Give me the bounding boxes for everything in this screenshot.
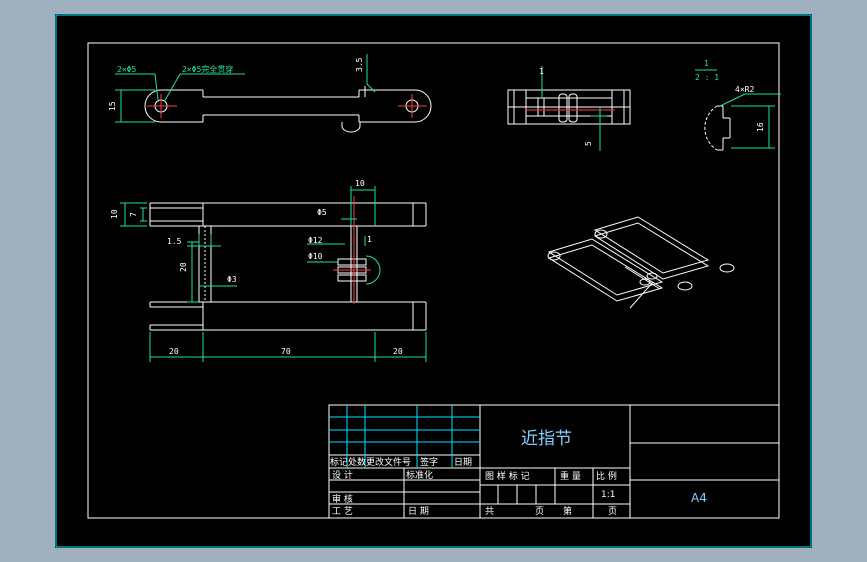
tb-change-doc: 更改文件号 — [366, 456, 411, 468]
label-phi5: Φ5 — [317, 208, 327, 217]
label-pin-len: 1 — [539, 67, 544, 76]
tb-weight: 重 量 — [560, 470, 581, 482]
top-view-dims — [115, 54, 376, 123]
detail-view — [704, 105, 731, 151]
tb-scale-header: 比 例 — [596, 470, 617, 482]
label-front-7: 7 — [129, 212, 138, 217]
side-view-dims — [541, 66, 607, 151]
cad-drawing: 2×Φ5 2×Φ5完全贯穿 15 3.5 1 5 1 2 : 1 — [55, 14, 812, 548]
label-pin-offset: 3.5 — [355, 57, 364, 72]
front-view — [149, 202, 427, 331]
tb-total: 共 — [485, 506, 494, 517]
label-front-top-10: 10 — [355, 179, 365, 188]
side-view — [507, 89, 631, 125]
outer-frame — [55, 14, 812, 548]
label-20-right: 20 — [393, 347, 403, 356]
paper-size: A4 — [691, 491, 707, 505]
tb-design: 设 计 — [332, 469, 353, 481]
label-hole-dia: 2×Φ5 — [117, 65, 136, 74]
label-phi3: Φ3 — [227, 275, 237, 284]
front-view-dims — [120, 186, 427, 362]
tb-process: 工 艺 — [332, 506, 353, 517]
top-view-centerlines — [147, 94, 427, 118]
label-height-15: 15 — [108, 101, 117, 111]
label-front-10: 10 — [110, 209, 119, 219]
tb-scale-value: 1:1 — [601, 490, 615, 500]
label-70: 70 — [281, 347, 291, 356]
tb-drawing-marks: 图 样 标 记 — [485, 470, 530, 482]
isometric-view — [547, 216, 735, 309]
label-front-1: 1 — [367, 235, 372, 244]
label-phi12: Φ12 — [308, 236, 323, 245]
label-radius: 4×R2 — [735, 85, 754, 94]
svg-text:1: 1 — [704, 59, 709, 68]
tb-count: 处数 — [348, 456, 366, 468]
label-side-height: 5 — [584, 141, 593, 146]
svg-text:2 : 1: 2 : 1 — [695, 73, 719, 82]
tb-sheet-no: 第 — [563, 505, 572, 517]
label-phi10: Φ10 — [308, 252, 323, 261]
tb-standardize: 标准化 — [406, 469, 433, 481]
detail-view-dims — [719, 93, 781, 149]
detail-scale-label: 1 2 : 1 — [695, 59, 719, 82]
title-block-revision-grid — [329, 405, 480, 468]
part-name-title: 近指节 — [521, 429, 572, 449]
top-view — [144, 86, 432, 133]
tb-sign: 签字 — [420, 456, 438, 468]
drawing-sheet: 2×Φ5 2×Φ5完全贯穿 15 3.5 1 5 1 2 : 1 — [55, 14, 812, 548]
label-20-left: 20 — [169, 347, 179, 356]
tb-sheets: 页 — [535, 506, 544, 517]
tb-date-header: 日期 — [454, 457, 472, 468]
front-view-centerlines — [333, 196, 371, 304]
label-detail-height: 16 — [756, 122, 765, 132]
tb-date: 日 期 — [408, 506, 429, 517]
tb-review: 审 核 — [332, 493, 353, 505]
title-block — [328, 404, 780, 519]
label-through: 2×Φ5完全贯穿 — [182, 64, 233, 74]
label-1-5: 1.5 — [167, 237, 182, 246]
label-20-vertical: 20 — [179, 262, 188, 272]
tb-sheet-unit: 页 — [608, 506, 617, 517]
tb-marks: 标记 — [330, 456, 348, 468]
